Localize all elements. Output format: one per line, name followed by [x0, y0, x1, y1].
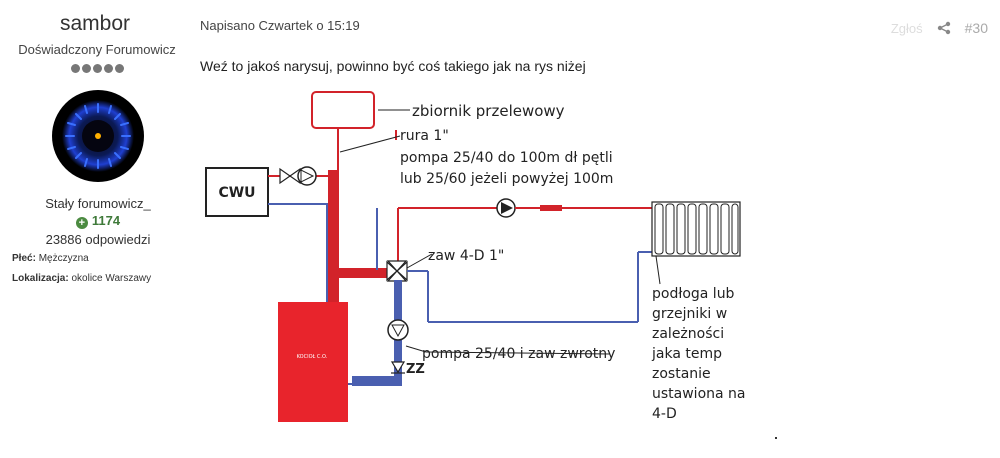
post-number[interactable]: #30 [964, 20, 988, 36]
post-text: Weź to jakoś narysuj, powinno być coś ta… [200, 58, 586, 74]
avatar[interactable] [52, 90, 144, 182]
rank-pip [104, 64, 113, 73]
label-cwu: CWU [218, 185, 255, 201]
check-valve [390, 361, 406, 374]
radiator [651, 201, 741, 257]
label-floor-5: zostanie [652, 366, 711, 382]
boiler [278, 302, 348, 422]
plus-icon: + [75, 217, 88, 229]
field-location: Lokalizacja: okolice Warszawy [12, 273, 151, 284]
label-boiler: KOCIOŁ C.O. [297, 354, 328, 360]
author-rank: Doświadczony Forumowicz [18, 42, 176, 57]
avatar-flame-image [54, 92, 142, 180]
share-icon[interactable] [937, 21, 951, 35]
field-label: Lokalizacja: [12, 273, 69, 284]
label-floor-6: ustawiona na [652, 386, 746, 402]
field-value: okolice Warszawy [71, 273, 152, 284]
field-label: Płeć: [12, 253, 36, 264]
rank-pip [71, 64, 80, 73]
field-value: Mężczyzna [38, 253, 89, 264]
reputation-badge: +1174 [0, 213, 196, 229]
reputation-count: 1174 [91, 213, 121, 228]
label-pump1-line1: pompa 25/40 do 100m dł pętli [400, 150, 613, 166]
author-name[interactable]: sambor [59, 12, 131, 35]
post-count: 23886 odpowiedzi [45, 232, 151, 247]
label-floor-1: podłoga lub [652, 286, 735, 302]
cwu-tank [205, 167, 269, 217]
rank-pip [93, 64, 102, 73]
rank-pip [82, 64, 91, 73]
field-gender: Płeć: Mężczyzna [12, 253, 89, 264]
label-floor-4: jaka temp [651, 346, 722, 362]
label-floor-2: grzejniki w [652, 306, 727, 322]
post-meta[interactable]: Napisano Czwartek o 15:19 [200, 18, 360, 33]
label-zz: ZZ [406, 362, 425, 377]
heating-schematic-image: zbiornik przelewowy rura 1" pompa 25/40 … [205, 91, 746, 422]
rank-pip [115, 64, 124, 73]
label-pump2: pompa 25/40 i zaw zwrotny [422, 346, 615, 362]
label-valve4d: zaw 4-D 1" [428, 248, 504, 264]
label-floor-7: 4-D [652, 406, 677, 422]
valve-4d [386, 260, 398, 282]
author-group: Stały forumowicz_ [45, 196, 151, 211]
label-pipe: rura 1" [400, 128, 449, 144]
label-tank: zbiornik przelewowy [412, 102, 565, 120]
overflow-tank [311, 91, 375, 129]
label-floor-3: zależności [652, 326, 724, 342]
post-tools: Zgłoś #30 [891, 20, 988, 36]
stray-dot [775, 437, 777, 439]
report-link[interactable]: Zgłoś [890, 20, 923, 36]
label-pump1-line2: lub 25/60 jeżeli powyżej 100m [400, 171, 613, 187]
rank-pips [71, 64, 127, 74]
